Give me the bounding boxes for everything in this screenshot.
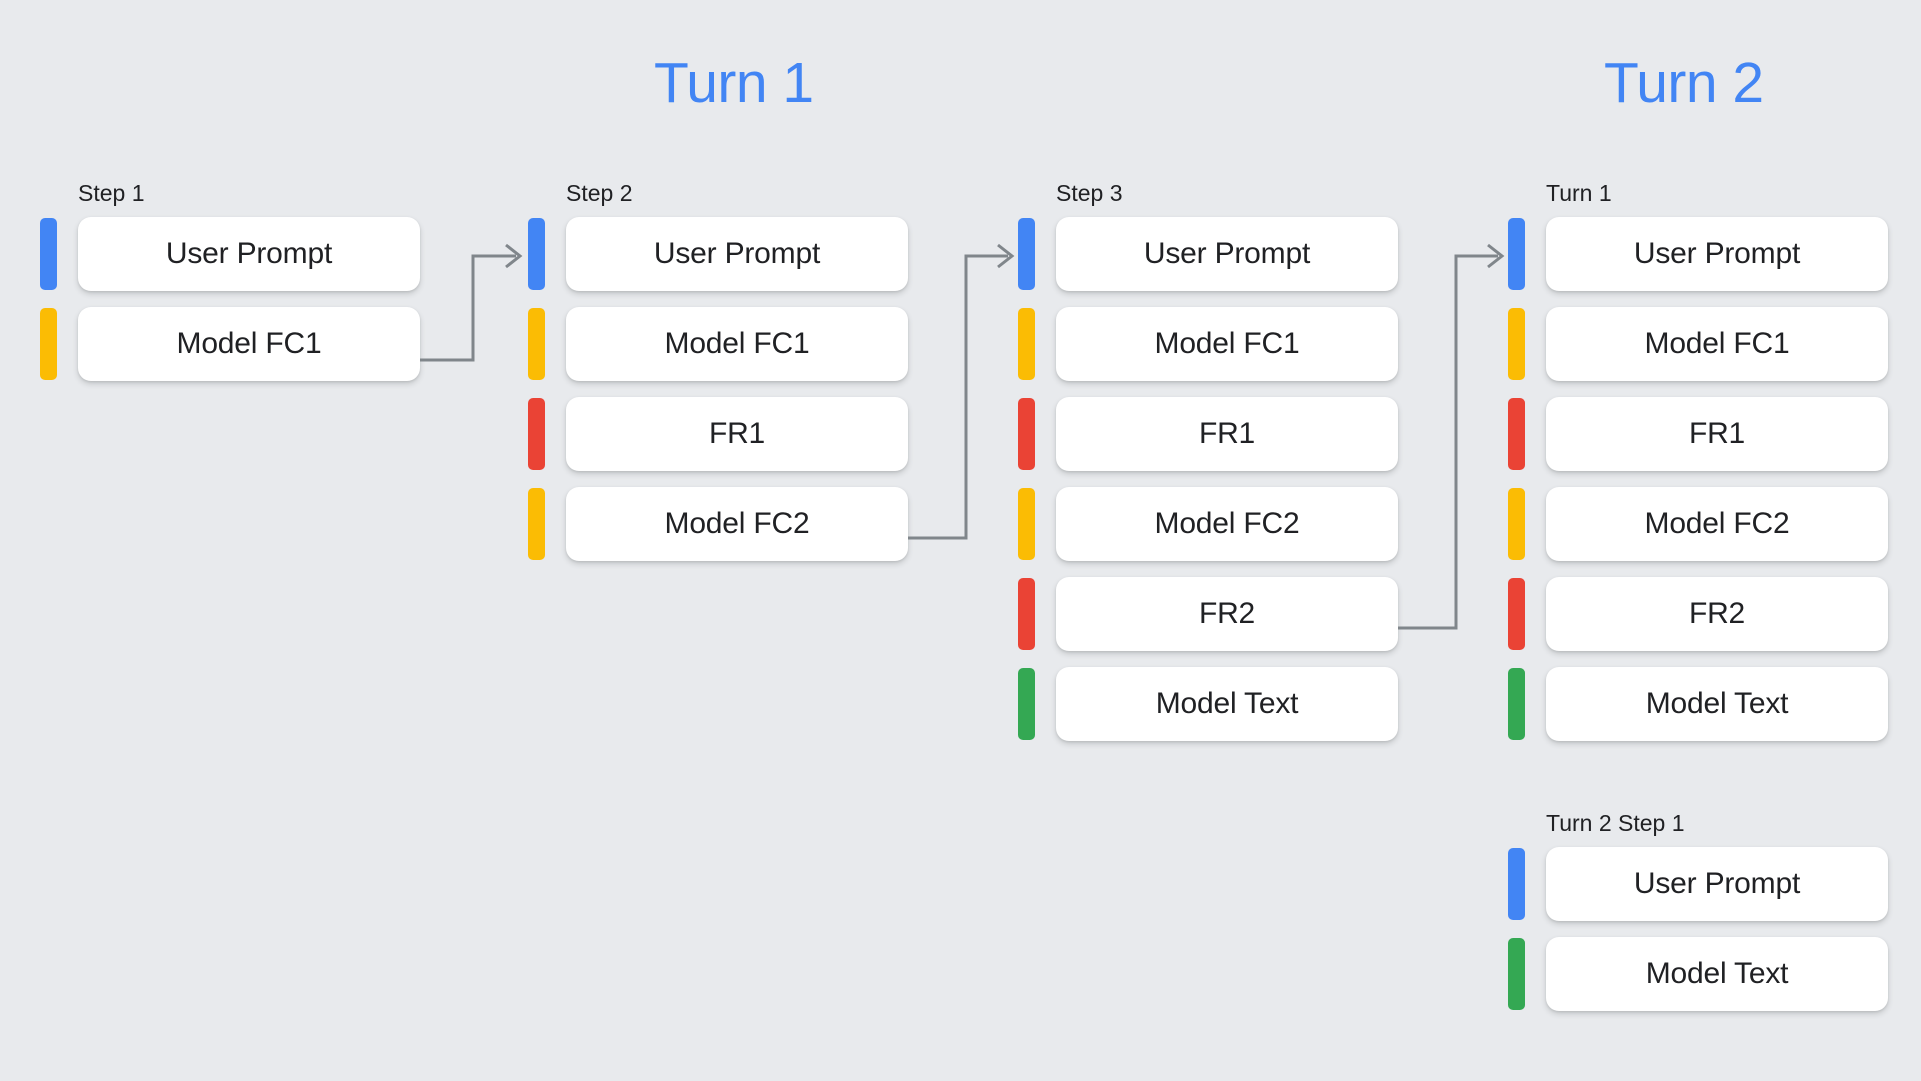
connector-arrow-step3-to-turn1 [1398,243,1505,630]
swatch-blue [528,218,545,290]
column-rows-step-2: User Prompt Model FC1 FR1 Model FC2 [528,217,908,561]
swatch-yellow [40,308,57,380]
card-user-prompt[interactable]: User Prompt [566,217,908,291]
list-item[interactable]: FR2 [1018,577,1398,651]
card-fr2[interactable]: FR2 [1056,577,1398,651]
list-item[interactable]: Model FC1 [1508,307,1888,381]
list-item[interactable]: Model Text [1018,667,1398,741]
card-model-text[interactable]: Model Text [1056,667,1398,741]
swatch-yellow [528,308,545,380]
column-turn-2-step-1: Turn 2 Step 1 User Prompt Model Text [1508,812,1888,1011]
card-model-fc1[interactable]: Model FC1 [1546,307,1888,381]
swatch-green [1508,668,1525,740]
list-item[interactable]: FR2 [1508,577,1888,651]
card-fr1[interactable]: FR1 [1546,397,1888,471]
column-rows-step-1: User Prompt Model FC1 [40,217,420,381]
swatch-red [528,398,545,470]
connector-arrow-step2-to-step3 [908,243,1015,540]
column-step-3: Step 3 User Prompt Model FC1 FR1 Model F… [1018,182,1398,741]
swatch-yellow [1508,488,1525,560]
column-label-step-1: Step 1 [78,180,145,206]
list-item[interactable]: User Prompt [1018,217,1398,291]
swatch-yellow [1508,308,1525,380]
swatch-red [1018,578,1035,650]
list-item[interactable]: Model FC1 [40,307,420,381]
card-model-text[interactable]: Model Text [1546,937,1888,1011]
list-item[interactable]: Model FC1 [528,307,908,381]
turn-1-header: Turn 1 [654,51,814,115]
column-label-turn-1: Turn 1 [1546,180,1612,206]
card-model-text[interactable]: Model Text [1546,667,1888,741]
connector-arrow-step1-to-step2 [420,243,523,362]
swatch-yellow [1018,488,1035,560]
swatch-green [1508,938,1525,1010]
list-item[interactable]: Model FC2 [1018,487,1398,561]
column-step-2: Step 2 User Prompt Model FC1 FR1 Model F… [528,182,908,561]
card-model-fc1[interactable]: Model FC1 [1056,307,1398,381]
column-rows-turn-1-final: User Prompt Model FC1 FR1 Model FC2 FR2 … [1508,217,1888,741]
list-item[interactable]: Model FC1 [1018,307,1398,381]
swatch-blue [1508,218,1525,290]
card-model-fc2[interactable]: Model FC2 [1546,487,1888,561]
list-item[interactable]: Model Text [1508,937,1888,1011]
swatch-blue [40,218,57,290]
list-item[interactable]: User Prompt [1508,217,1888,291]
list-item[interactable]: User Prompt [528,217,908,291]
swatch-yellow [1018,308,1035,380]
column-rows-turn-2-step-1: User Prompt Model Text [1508,847,1888,1011]
list-item[interactable]: FR1 [1508,397,1888,471]
column-step-1: Step 1 User Prompt Model FC1 [40,182,420,381]
card-user-prompt[interactable]: User Prompt [1546,847,1888,921]
swatch-red [1508,578,1525,650]
column-label-step-2: Step 2 [566,180,633,206]
card-fr1[interactable]: FR1 [566,397,908,471]
card-model-fc1[interactable]: Model FC1 [566,307,908,381]
list-item[interactable]: FR1 [528,397,908,471]
swatch-green [1018,668,1035,740]
column-turn-1-final: Turn 1 User Prompt Model FC1 FR1 Model F… [1508,182,1888,741]
turn-2-header: Turn 2 [1604,51,1764,115]
column-label-step-3: Step 3 [1056,180,1123,206]
list-item[interactable]: Model FC2 [1508,487,1888,561]
swatch-yellow [528,488,545,560]
card-fr2[interactable]: FR2 [1546,577,1888,651]
card-model-fc2[interactable]: Model FC2 [1056,487,1398,561]
card-fr1[interactable]: FR1 [1056,397,1398,471]
swatch-blue [1508,848,1525,920]
list-item[interactable]: Model FC2 [528,487,908,561]
list-item[interactable]: User Prompt [1508,847,1888,921]
column-rows-step-3: User Prompt Model FC1 FR1 Model FC2 FR2 … [1018,217,1398,741]
column-label-turn-2-step-1: Turn 2 Step 1 [1546,810,1685,836]
list-item[interactable]: User Prompt [40,217,420,291]
swatch-blue [1018,218,1035,290]
card-model-fc1[interactable]: Model FC1 [78,307,420,381]
list-item[interactable]: FR1 [1018,397,1398,471]
card-user-prompt[interactable]: User Prompt [78,217,420,291]
swatch-red [1508,398,1525,470]
swatch-red [1018,398,1035,470]
card-user-prompt[interactable]: User Prompt [1546,217,1888,291]
list-item[interactable]: Model Text [1508,667,1888,741]
card-user-prompt[interactable]: User Prompt [1056,217,1398,291]
card-model-fc2[interactable]: Model FC2 [566,487,908,561]
